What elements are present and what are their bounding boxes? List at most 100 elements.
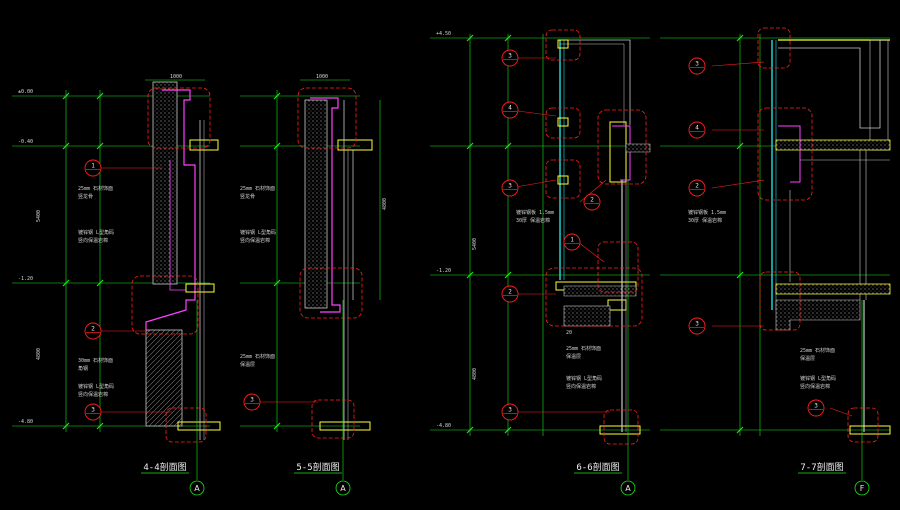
axis-bubble: A bbox=[189, 480, 205, 496]
level-lines-7-7 bbox=[660, 34, 890, 436]
wall-body-5-5 bbox=[304, 99, 328, 309]
cladding-profile-5-5 bbox=[310, 97, 341, 313]
svg-text:-0.40: -0.40 bbox=[18, 139, 33, 145]
axis-bubble: F bbox=[854, 480, 870, 496]
level-lines-6-6 bbox=[430, 34, 650, 436]
svg-text:30厚 保温岩棉: 30厚 保温岩棉 bbox=[516, 217, 550, 224]
svg-text:30厚 保温岩棉: 30厚 保温岩棉 bbox=[688, 217, 722, 224]
svg-text:±0.00: ±0.00 bbox=[18, 89, 33, 95]
svg-text:保温层: 保温层 bbox=[566, 353, 581, 360]
section-title: 7-7剖面图 bbox=[800, 461, 843, 473]
svg-text:保温层: 保温层 bbox=[800, 355, 815, 362]
cladding-profile-4-4 bbox=[145, 89, 196, 330]
svg-text:镀锌钢 L型角码: 镀锌钢 L型角码 bbox=[78, 229, 114, 236]
callout-label: 3 bbox=[508, 53, 512, 60]
detail-callout[interactable]: 3 bbox=[688, 317, 706, 335]
svg-text:保温层: 保温层 bbox=[240, 361, 255, 368]
callout-layer: 1 2 3 3 3 4 3 2 1 2 3 3 4 2 3 3 bbox=[84, 49, 825, 421]
callout-label: 3 bbox=[695, 321, 699, 328]
callout-label: 2 bbox=[508, 289, 512, 296]
detail-callout[interactable]: 3 bbox=[501, 49, 519, 67]
slab-edge-4-4 bbox=[189, 139, 219, 151]
level-lines-5-5 bbox=[240, 79, 381, 432]
svg-text:镀锌钢 L型角码: 镀锌钢 L型角码 bbox=[78, 383, 114, 390]
axis-label: A bbox=[340, 484, 346, 493]
svg-text:25mm 石材饰面: 25mm 石材饰面 bbox=[566, 345, 601, 352]
detail-callout[interactable]: 1 bbox=[563, 233, 581, 251]
axis-label: A bbox=[194, 484, 200, 493]
svg-text:竖向保温岩棉: 竖向保温岩棉 bbox=[800, 383, 830, 390]
detail-callout[interactable]: 3 bbox=[501, 179, 519, 197]
svg-text:30mm 石材饰面: 30mm 石材饰面 bbox=[78, 357, 113, 364]
detail-boxes-6-6 bbox=[545, 29, 647, 445]
section-title: 6-6剖面图 bbox=[576, 461, 619, 473]
dim-ticks-4-4 bbox=[62, 92, 104, 430]
detail-boxes-7-7 bbox=[757, 27, 879, 443]
callout-label: 3 bbox=[508, 183, 512, 190]
svg-text:镀锌钢 L型角码: 镀锌钢 L型角码 bbox=[566, 375, 602, 382]
axis-label: A bbox=[625, 484, 631, 493]
svg-text:25mm 石材饰面: 25mm 石材饰面 bbox=[240, 353, 275, 360]
detail-callout[interactable]: 3 bbox=[688, 57, 706, 75]
detail-callout[interactable]: 3 bbox=[807, 399, 825, 417]
wall-body-upper bbox=[152, 81, 178, 285]
detail-callout[interactable]: 2 bbox=[583, 193, 601, 211]
callout-label: 3 bbox=[91, 407, 95, 414]
callout-label: 1 bbox=[91, 163, 95, 170]
slab-7-7-upper bbox=[775, 139, 891, 151]
svg-text:竖向保温岩棉: 竖向保温岩棉 bbox=[78, 237, 108, 244]
detail-callout[interactable]: 4 bbox=[501, 101, 519, 119]
svg-text:4800: 4800 bbox=[472, 368, 478, 380]
svg-text:1000: 1000 bbox=[316, 74, 328, 80]
callout-label: 2 bbox=[590, 197, 594, 204]
detail-callout[interactable]: 2 bbox=[84, 322, 102, 340]
wall-body-lower bbox=[145, 329, 183, 427]
svg-text:25mm 石材饰面: 25mm 石材饰面 bbox=[78, 185, 113, 192]
svg-text:5400: 5400 bbox=[36, 210, 42, 222]
axis-bubble: A bbox=[335, 480, 351, 496]
detail-boxes-5-5 bbox=[297, 87, 363, 439]
axis-bubble: A bbox=[620, 480, 636, 496]
callout-label: 4 bbox=[508, 105, 512, 112]
svg-text:-4.80: -4.80 bbox=[18, 419, 33, 425]
svg-text:竖向保温岩棉: 竖向保温岩棉 bbox=[566, 383, 596, 390]
section-title: 4-4剖面图 bbox=[143, 461, 186, 473]
detail-boxes-4-4 bbox=[131, 87, 211, 443]
callout-label: 4 bbox=[695, 125, 699, 132]
callout-label: 3 bbox=[695, 61, 699, 68]
detail-callout[interactable]: 3 bbox=[84, 403, 102, 421]
svg-text:20: 20 bbox=[566, 330, 572, 336]
svg-text:角钢: 角钢 bbox=[78, 365, 88, 372]
detail-callout[interactable]: 2 bbox=[688, 179, 706, 197]
callout-label: 2 bbox=[91, 326, 95, 333]
callout-label: 3 bbox=[814, 403, 818, 410]
svg-text:+4.50: +4.50 bbox=[436, 31, 451, 37]
svg-text:竖向保温岩棉: 竖向保温岩棉 bbox=[240, 237, 270, 244]
svg-text:5400: 5400 bbox=[472, 238, 478, 250]
svg-text:1000: 1000 bbox=[170, 74, 182, 80]
callout-label: 2 bbox=[695, 183, 699, 190]
svg-text:镀锌钢 L型角码: 镀锌钢 L型角码 bbox=[800, 375, 836, 382]
detail-callout[interactable]: 1 bbox=[84, 159, 102, 177]
svg-text:25mm 石材饰面: 25mm 石材饰面 bbox=[240, 185, 275, 192]
detail-callout[interactable]: 2 bbox=[501, 285, 519, 303]
callout-label: 1 bbox=[570, 237, 574, 244]
callout-label: 3 bbox=[508, 407, 512, 414]
svg-text:4800: 4800 bbox=[36, 348, 42, 360]
svg-text:镀锌钢板 1.5mm: 镀锌钢板 1.5mm bbox=[516, 209, 554, 216]
detail-callout[interactable]: 4 bbox=[688, 121, 706, 139]
level-lines-4-4 bbox=[12, 79, 210, 432]
svg-text:镀锌钢板 1.5mm: 镀锌钢板 1.5mm bbox=[688, 209, 726, 216]
svg-text:镀锌钢 L型角码: 镀锌钢 L型角码 bbox=[240, 229, 276, 236]
svg-text:竖向保温岩棉: 竖向保温岩棉 bbox=[78, 391, 108, 398]
slab-6-6-upper bbox=[625, 143, 651, 153]
svg-text:竖龙骨: 竖龙骨 bbox=[240, 193, 255, 200]
svg-text:-1.20: -1.20 bbox=[18, 276, 33, 282]
detail-callout[interactable]: 3 bbox=[501, 403, 519, 421]
detail-callout[interactable]: 3 bbox=[243, 393, 261, 411]
